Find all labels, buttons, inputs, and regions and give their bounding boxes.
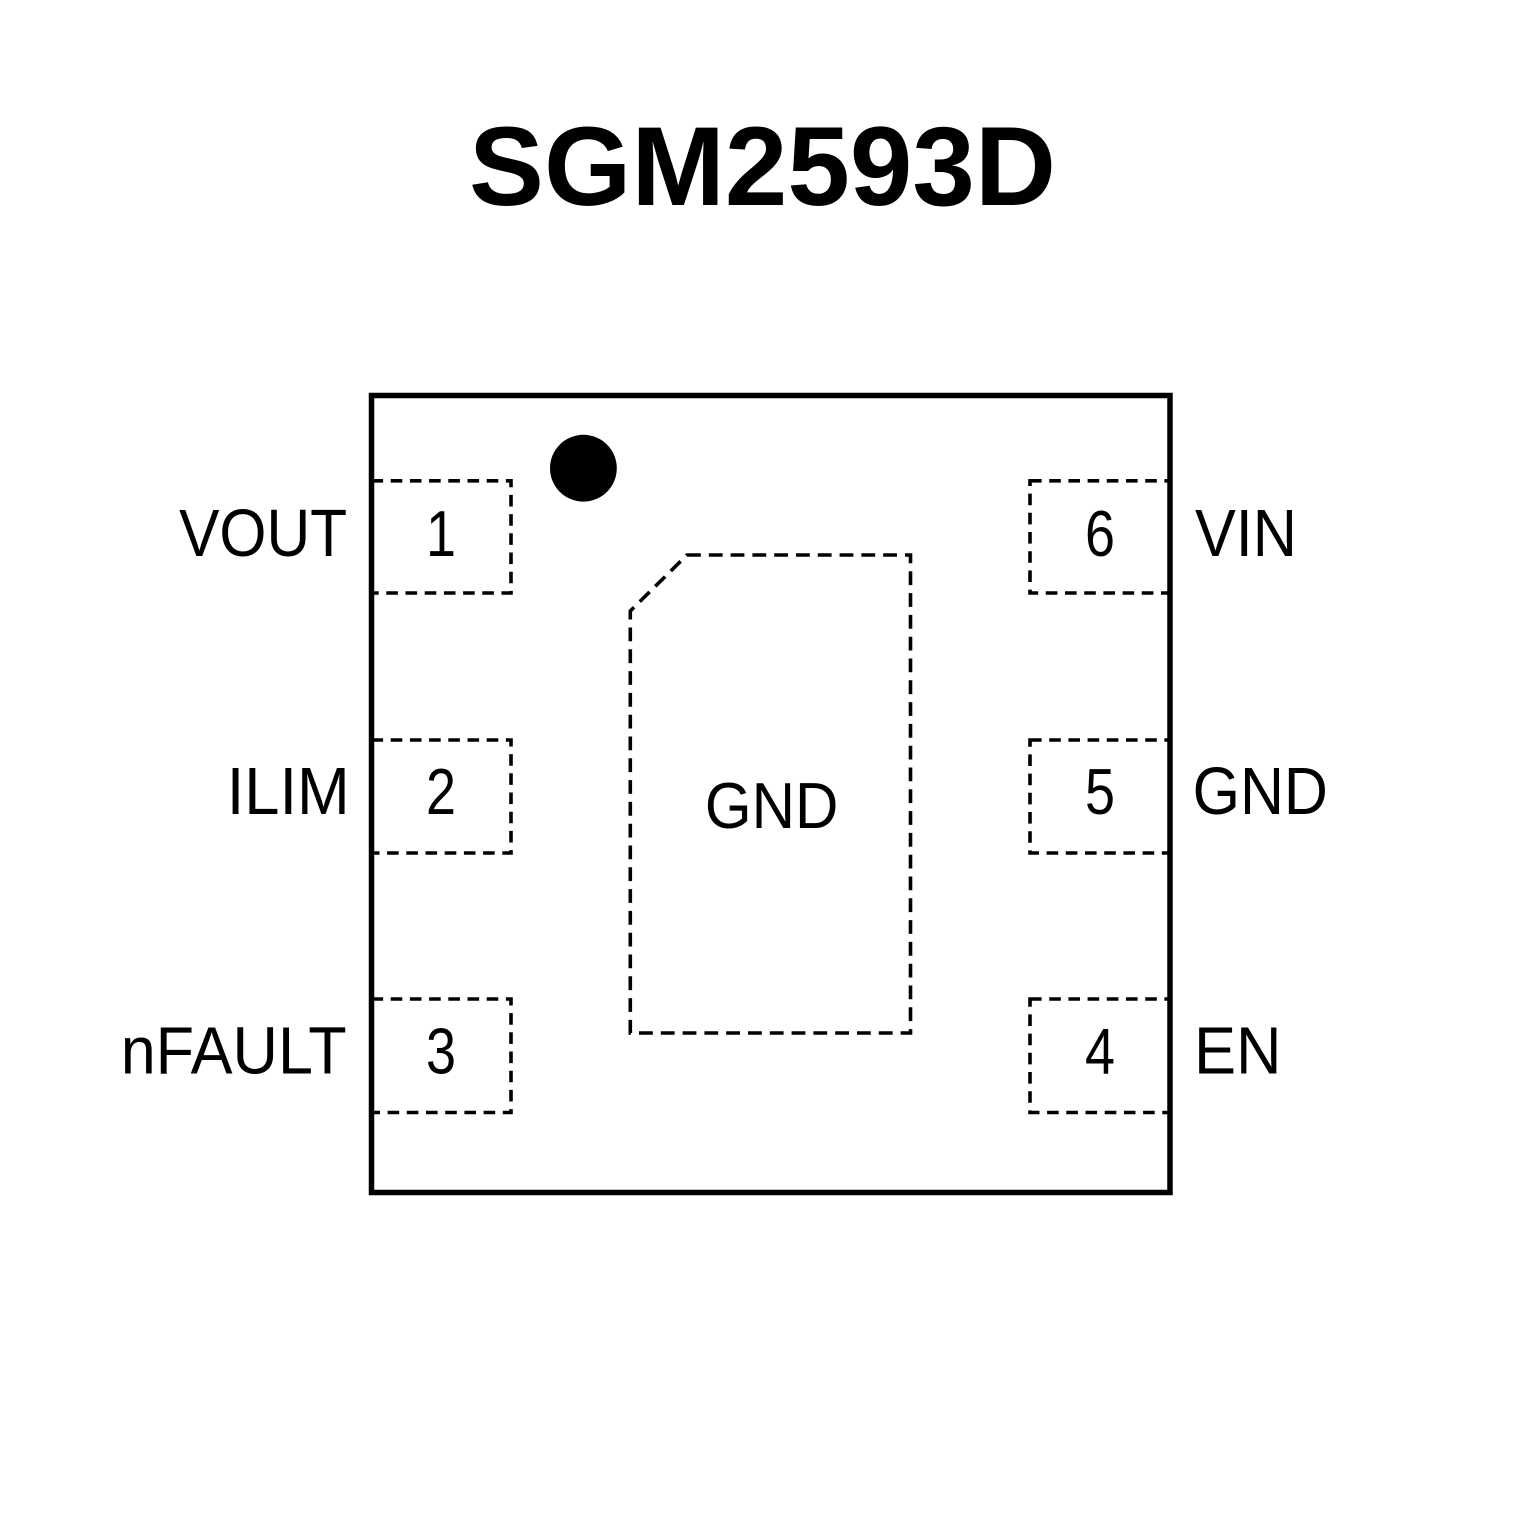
svg-text:2: 2 [426, 755, 456, 828]
svg-text:nFAULT: nFAULT [121, 1014, 347, 1089]
svg-text:GND: GND [705, 769, 839, 842]
svg-text:SGM2593D: SGM2593D [469, 104, 1056, 229]
svg-text:ILIM: ILIM [227, 754, 350, 829]
svg-text:VIN: VIN [1195, 496, 1297, 571]
svg-text:EN: EN [1194, 1014, 1282, 1089]
svg-text:GND: GND [1193, 754, 1328, 829]
svg-text:3: 3 [426, 1015, 456, 1088]
svg-text:5: 5 [1085, 755, 1115, 828]
svg-text:VOUT: VOUT [179, 496, 347, 571]
svg-text:1: 1 [426, 497, 456, 570]
svg-text:6: 6 [1085, 497, 1115, 570]
svg-text:4: 4 [1085, 1015, 1115, 1088]
